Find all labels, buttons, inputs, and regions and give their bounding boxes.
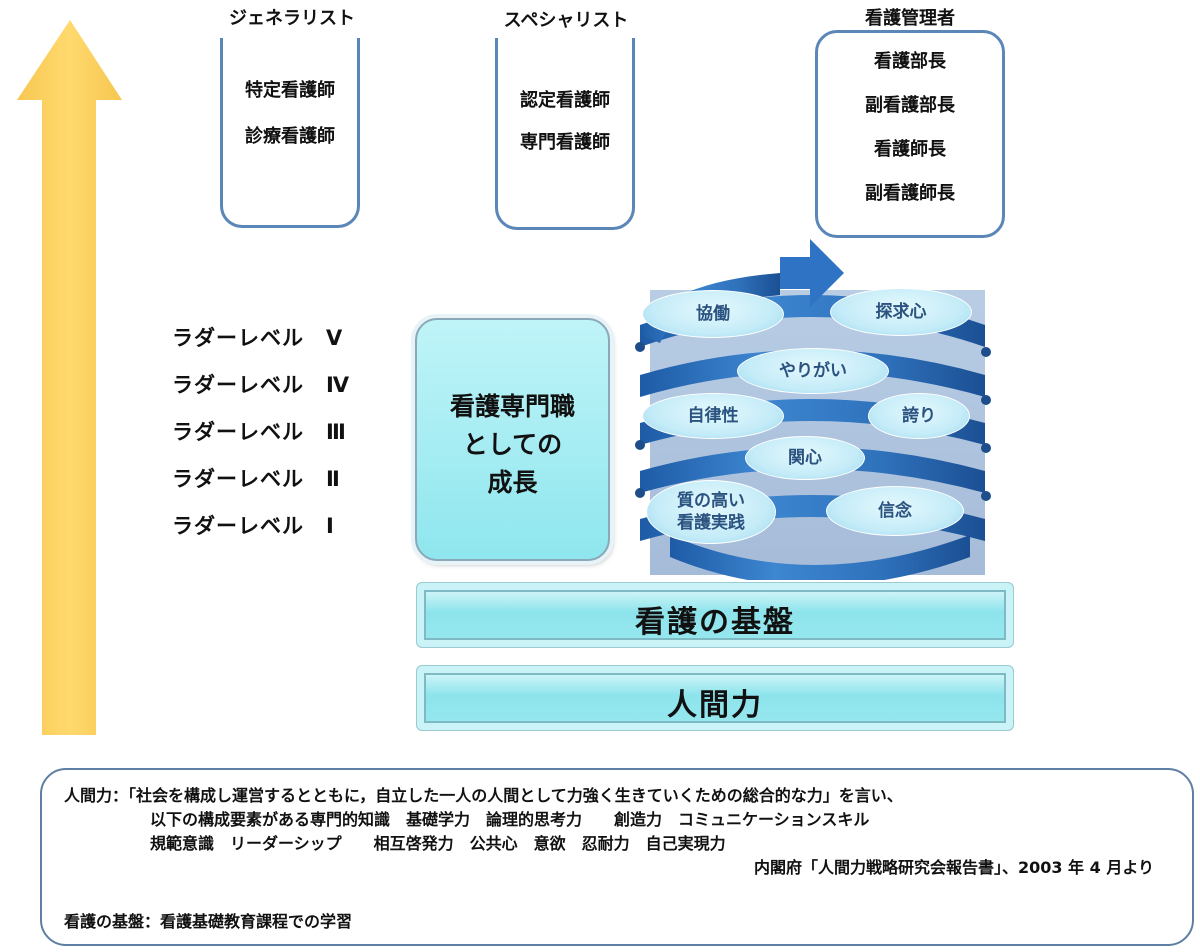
specified-nurse-label: 特定看護師: [245, 80, 335, 101]
quality-line-2: 看護実践: [677, 513, 745, 533]
ladder-level-5: ラダーレベル Ⅴ: [172, 326, 344, 350]
ladder-level-4: ラダーレベル Ⅳ: [172, 373, 351, 397]
explanation-box: 人間力：「社会を構成し運営するとともに，自立した一人の人間として力強く生きていく…: [40, 768, 1194, 946]
human-power-label: 人間力: [667, 688, 763, 723]
quality-practice-oval: 質の高い 看護実践: [646, 480, 776, 544]
generalist-title: ジェネラリスト: [229, 8, 355, 29]
growth-up-arrow: [17, 20, 122, 735]
specialist-nurse-label: 専門看護師: [520, 132, 610, 153]
specialist-title: スペシャリスト: [503, 10, 629, 31]
head-nurse-label: 看護師長: [874, 139, 946, 160]
note-components-1: 以下の構成要素がある専門的知識 基礎学力 論理的思考力 創造力 コミュニケーショ…: [150, 810, 870, 829]
note-components-2: 規範意識 リーダーシップ 相互啓発力 公共心 意欲 忍耐力 自己実現力: [150, 834, 726, 853]
manager-box: 看護部長 副看護部長 看護師長 副看護師長: [815, 30, 1005, 238]
ladder-level-2: ラダーレベル Ⅱ: [172, 467, 341, 491]
autonomy-oval: 自律性: [642, 393, 784, 439]
note-nursing-base-definition: 看護の基盤：看護基礎教育課程での学習: [64, 912, 353, 931]
note-source: 内閣府「人間力戦略研究会報告書」、2003 年 4 月より: [753, 858, 1154, 877]
ladder-level-3: ラダーレベル Ⅲ: [172, 420, 347, 444]
note-human-power-definition: 人間力：「社会を構成し運営するとともに，自立した一人の人間として力強く生きていく…: [64, 786, 903, 805]
growth-line-2: としての: [462, 430, 563, 459]
deputy-head-nurse-label: 副看護師長: [865, 183, 955, 204]
pride-oval: 誇り: [868, 393, 970, 439]
fulfillment-oval: やりがい: [737, 348, 889, 394]
collaboration-oval: 協働: [642, 290, 784, 338]
growth-line-3: 成長: [487, 468, 538, 497]
nursing-base-label: 看護の基盤: [635, 605, 795, 640]
director-label: 看護部長: [874, 51, 946, 72]
professional-growth-box: 看護専門職 としての 成長: [415, 318, 610, 561]
belief-oval: 信念: [826, 486, 964, 536]
quality-line-1: 質の高い: [677, 491, 745, 511]
growth-line-1: 看護専門職: [449, 392, 575, 421]
inquiry-oval: 探求心: [830, 288, 972, 336]
clinical-nurse-label: 診療看護師: [245, 126, 335, 147]
ladder-level-1: ラダーレベル Ⅰ: [172, 514, 335, 538]
interest-oval: 関心: [745, 436, 865, 480]
human-power-bar: 人間力: [416, 665, 1014, 731]
specialist-box: 認定看護師 専門看護師: [495, 38, 635, 230]
nursing-base-bar: 看護の基盤: [416, 582, 1014, 648]
deputy-director-label: 副看護部長: [865, 95, 955, 116]
generalist-box: 特定看護師 診療看護師: [220, 38, 360, 228]
manager-title: 看護管理者: [865, 8, 955, 29]
certified-nurse-label: 認定看護師: [520, 90, 610, 111]
